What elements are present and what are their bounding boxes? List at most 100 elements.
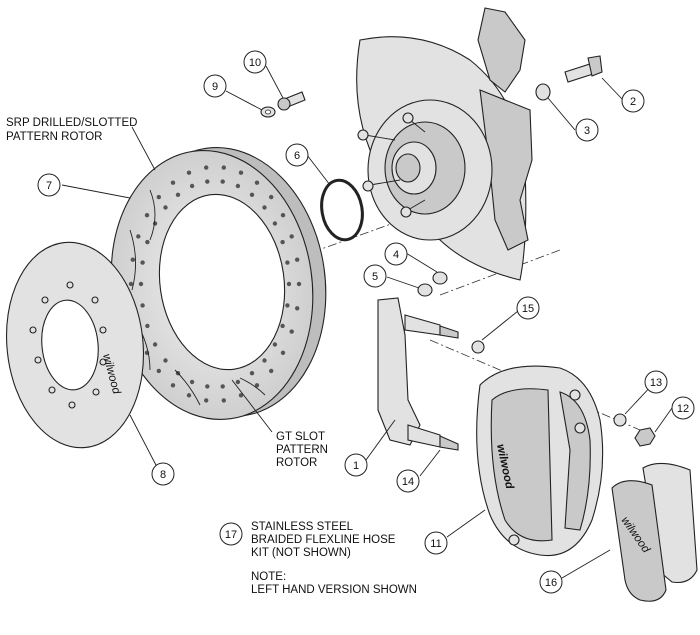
note-line2: LEFT HAND VERSION SHOWN	[251, 584, 417, 596]
callout-16: 16	[539, 570, 563, 594]
drill-hole	[136, 234, 141, 239]
drill-hole	[145, 323, 150, 329]
callout-2: 2	[621, 89, 645, 113]
svg-text:14: 14	[402, 476, 414, 488]
drill-hole	[286, 281, 292, 287]
drill-hole	[204, 398, 209, 403]
callout-12: 12	[671, 396, 695, 420]
drill-hole	[220, 179, 225, 184]
svg-text:11: 11	[430, 538, 441, 550]
callout-7: 7	[37, 173, 61, 197]
kit-label-line3: KIT (NOT SHOWN)	[251, 547, 351, 559]
svg-text:8: 8	[160, 469, 166, 481]
drill-hole	[186, 393, 192, 398]
gt-label-line2: PATTERN	[276, 444, 328, 456]
washer-4	[432, 271, 448, 285]
callout-15: 15	[516, 296, 540, 320]
gt-rotor-label: GT SLOT PATTERN ROTOR	[276, 431, 328, 469]
bolt-2	[564, 55, 603, 83]
drill-hole	[285, 260, 290, 265]
drill-hole	[220, 384, 225, 389]
drill-hole	[280, 323, 285, 329]
callout-3: 3	[575, 118, 599, 142]
drill-hole	[221, 165, 226, 170]
drill-hole	[289, 234, 294, 239]
drill-hole	[170, 180, 176, 185]
drill-hole	[140, 303, 145, 308]
drill-hole	[205, 384, 210, 389]
callout-6: 6	[285, 143, 309, 167]
callout-11: 11	[424, 531, 448, 555]
drill-hole	[189, 379, 195, 385]
drill-hole	[269, 194, 274, 200]
srp-label-line2: PATTERN ROTOR	[6, 131, 102, 143]
drill-hole	[280, 239, 285, 245]
drill-hole	[186, 170, 192, 175]
svg-text:2: 2	[630, 96, 636, 108]
drill-hole	[189, 183, 195, 189]
drill-hole	[152, 342, 158, 347]
caliper-bracket	[377, 297, 459, 451]
drill-hole	[156, 368, 161, 374]
callout-4: 4	[384, 242, 408, 266]
gt-label-line3: ROTOR	[276, 457, 317, 469]
bolt-10	[277, 91, 306, 111]
spindle-knuckle	[356, 7, 533, 281]
note-label: NOTE: LEFT HAND VERSION SHOWN	[251, 571, 417, 596]
drill-hole	[285, 303, 290, 308]
drill-hole	[152, 221, 158, 226]
drill-hole	[238, 393, 244, 398]
srp-label-line1: SRP DRILLED/SLOTTED	[6, 117, 137, 129]
drill-hole	[144, 213, 150, 218]
drill-hole	[262, 358, 267, 363]
leader-lines	[61, 65, 673, 579]
note-line1: NOTE:	[251, 571, 286, 583]
callout-8: 8	[151, 462, 175, 486]
drill-hole	[272, 342, 278, 347]
svg-text:7: 7	[46, 180, 52, 192]
kit-label-line1: STAINLESS STEEL	[251, 521, 354, 533]
gt-label-line1: GT SLOT	[276, 431, 325, 443]
drill-hole	[138, 281, 144, 287]
drill-hole	[280, 213, 286, 218]
drilled-slotted-rotor	[110, 147, 327, 420]
svg-text:1: 1	[353, 460, 359, 472]
callout-17: 17	[219, 522, 243, 546]
callout-10: 10	[243, 50, 267, 74]
callout-13: 13	[644, 370, 668, 394]
drill-hole	[163, 205, 168, 210]
callout-5: 5	[363, 264, 387, 288]
drill-hole	[289, 329, 294, 334]
svg-text:3: 3	[584, 125, 590, 137]
svg-text:6: 6	[294, 150, 300, 162]
kit-label-line2: BRAIDED FLEXLINE HOSE	[251, 534, 396, 546]
seal-ring	[320, 178, 364, 242]
nut-12	[634, 427, 656, 447]
washer-9	[260, 106, 276, 118]
washer-3	[535, 83, 551, 101]
srp-rotor-label: SRP DRILLED/SLOTTED PATTERN ROTOR	[6, 117, 137, 143]
drill-hole	[204, 165, 209, 170]
callout-14: 14	[396, 469, 420, 493]
drill-hole	[295, 306, 300, 311]
drill-hole	[249, 192, 255, 197]
drill-hole	[254, 383, 260, 388]
svg-text:12: 12	[677, 403, 689, 415]
drill-hole	[295, 257, 300, 262]
svg-text:5: 5	[372, 271, 378, 283]
drill-hole	[262, 205, 267, 210]
washer-13	[613, 413, 627, 427]
svg-text:15: 15	[522, 303, 534, 315]
drill-hole	[163, 358, 168, 363]
drill-hole	[269, 368, 274, 374]
washer-5	[417, 283, 433, 297]
drill-hole	[145, 239, 150, 245]
drill-hole	[140, 260, 145, 265]
drill-hole	[254, 180, 260, 185]
drill-hole	[128, 281, 134, 287]
callout-9: 9	[203, 74, 227, 98]
svg-text:13: 13	[650, 377, 662, 389]
drill-hole	[130, 257, 135, 262]
